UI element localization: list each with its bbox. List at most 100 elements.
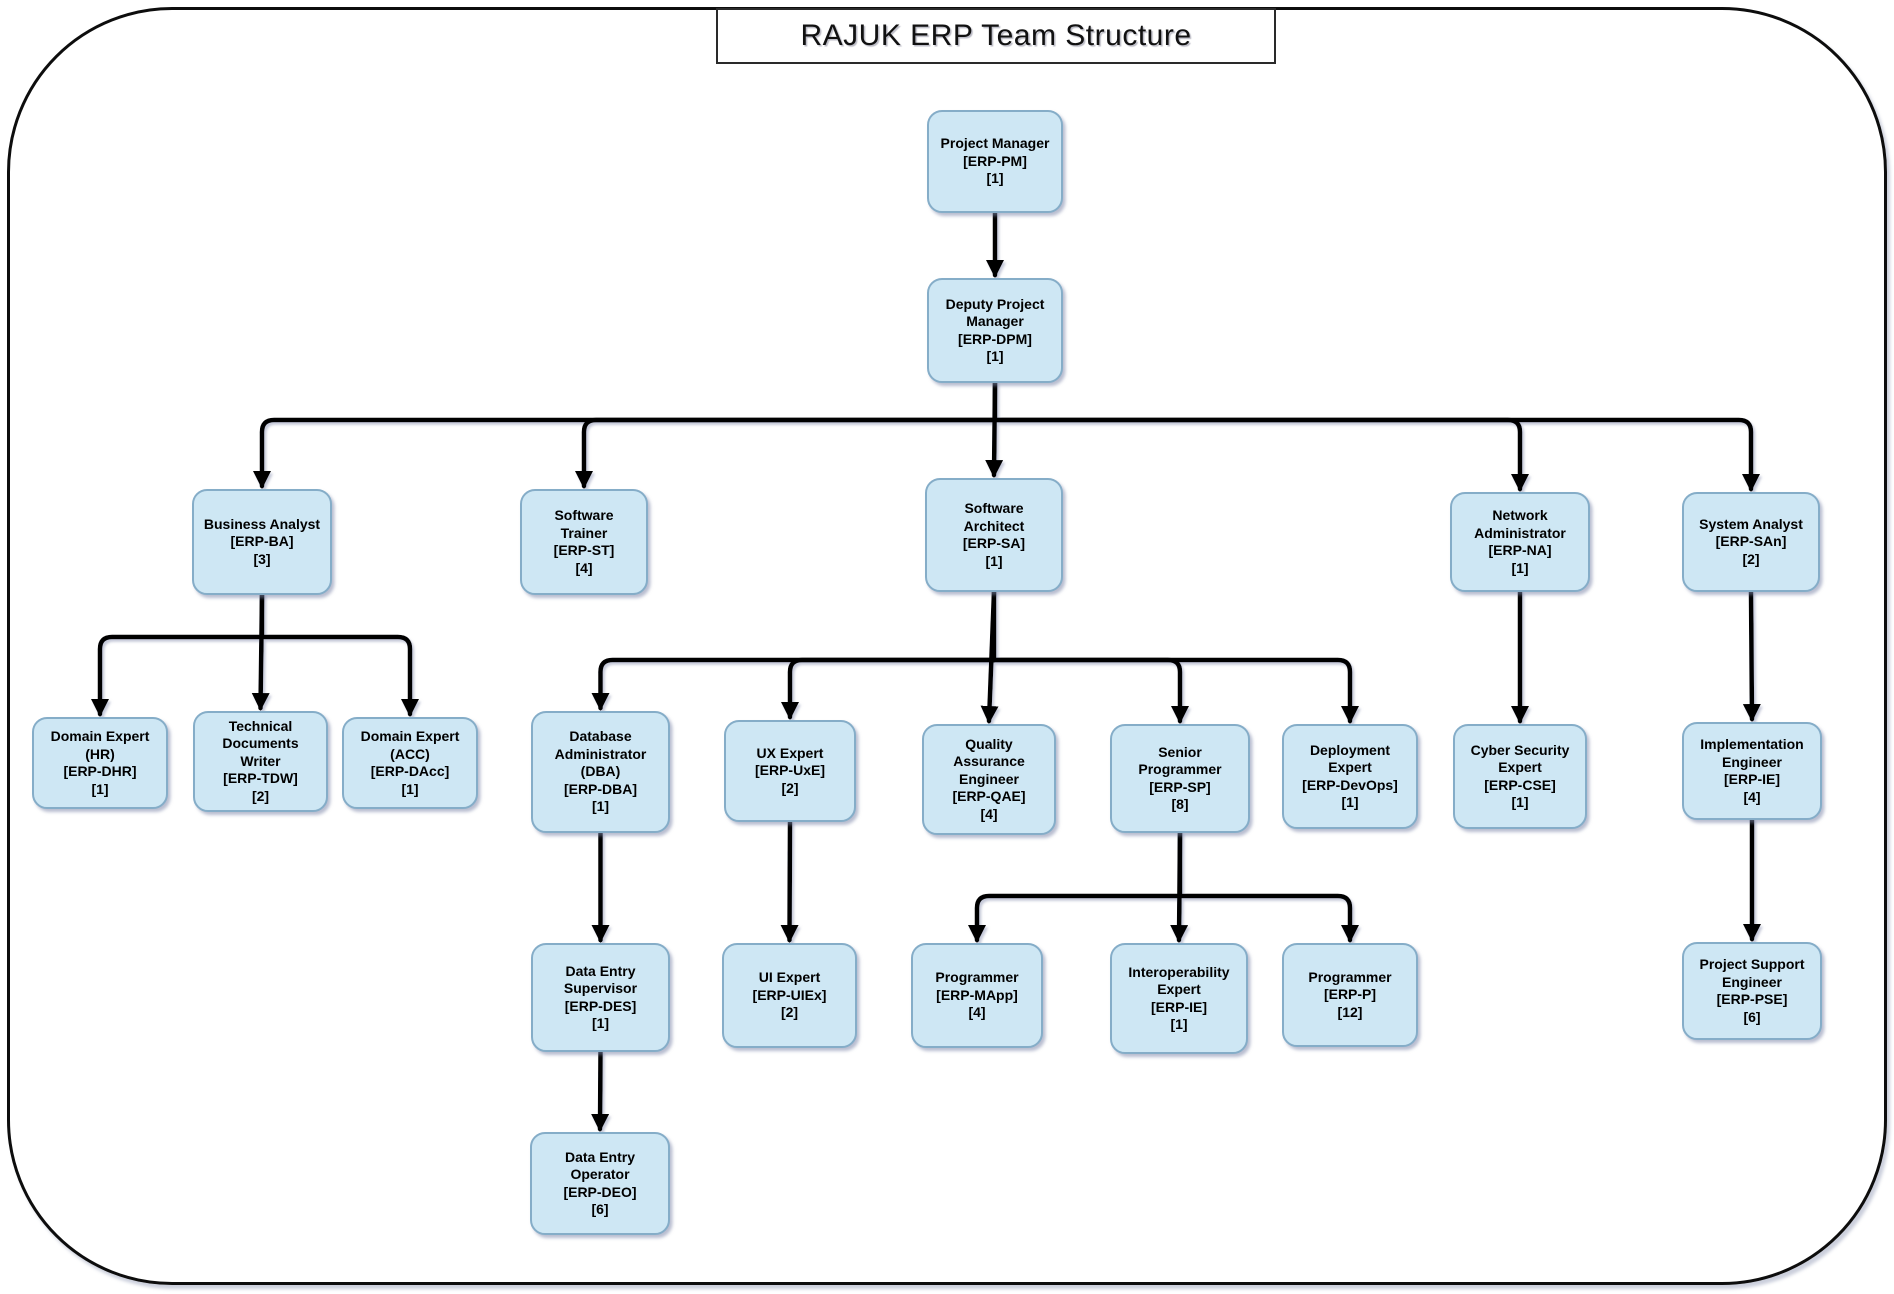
node-code: [ERP-DBA] (564, 781, 637, 799)
chart-title-box: RAJUK ERP Team Structure (716, 8, 1276, 64)
org-node-sa: Software Architect[ERP-SA][1] (925, 478, 1063, 592)
node-code: [ERP-IE] (1151, 999, 1207, 1017)
node-label: System Analyst (1699, 516, 1803, 534)
node-code: [ERP-DevOps] (1302, 777, 1398, 795)
node-code: [ERP-SA] (963, 535, 1025, 553)
node-label: Interoperability Expert (1120, 964, 1238, 999)
node-label: Domain Expert (HR) (42, 728, 158, 763)
node-code: [ERP-SP] (1149, 779, 1210, 797)
node-label: Quality Assurance Engineer (932, 736, 1046, 789)
connector-path (1751, 592, 1752, 719)
node-count: [1] (401, 781, 418, 799)
node-count: [12] (1338, 1004, 1363, 1022)
node-code: [ERP-PM] (963, 153, 1027, 171)
connector-path (601, 660, 995, 708)
node-count: [4] (575, 560, 592, 578)
node-count: [1] (91, 781, 108, 799)
connector-path (600, 1052, 601, 1129)
node-label: Software Architect (935, 500, 1053, 535)
org-node-dacc: Domain Expert (ACC)[ERP-DAcc][1] (342, 717, 478, 809)
connector-path (584, 420, 995, 486)
node-label: Implementation Engineer (1692, 736, 1812, 771)
org-node-uiex: UI Expert[ERP-UIEx][2] (722, 943, 857, 1048)
connector-path (977, 896, 1180, 940)
node-count: [1] (986, 170, 1003, 188)
node-label: Deployment Expert (1292, 742, 1408, 777)
org-node-na: Network Administrator[ERP-NA][1] (1450, 492, 1590, 592)
node-code: [ERP-SAn] (1716, 533, 1787, 551)
org-node-deo: Data Entry Operator[ERP-DEO][6] (530, 1132, 670, 1235)
node-count: [1] (1341, 794, 1358, 812)
node-count: [1] (1511, 560, 1528, 578)
org-node-ie: Implementation Engineer[ERP-IE][4] (1682, 722, 1822, 820)
node-label: UI Expert (759, 969, 820, 987)
node-code: [ERP-DEO] (563, 1184, 636, 1202)
node-code: [ERP-P] (1324, 986, 1376, 1004)
node-count: [4] (1743, 789, 1760, 807)
connector-path (994, 660, 1350, 721)
node-count: [2] (252, 788, 269, 806)
org-node-mapp: Programmer[ERP-MApp][4] (911, 943, 1043, 1048)
node-count: [1] (1511, 794, 1528, 812)
node-code: [ERP-BA] (231, 533, 294, 551)
org-node-san: System Analyst[ERP-SAn][2] (1682, 492, 1820, 592)
node-count: [4] (980, 806, 997, 824)
node-label: Programmer (935, 969, 1018, 987)
node-count: [2] (1742, 551, 1759, 569)
connector-path (261, 595, 263, 708)
org-node-des: Data Entry Supervisor[ERP-DES][1] (531, 943, 670, 1052)
connector-path (790, 822, 791, 940)
connector-path (995, 420, 1520, 489)
org-node-p: Programmer[ERP-P][12] (1282, 943, 1418, 1047)
node-code: [ERP-QAE] (952, 788, 1025, 806)
node-label: Database Administrator (DBA) (541, 728, 660, 781)
node-label: Deputy Project Manager (937, 296, 1053, 331)
connector-path (1179, 833, 1180, 940)
org-node-devops: Deployment Expert[ERP-DevOps][1] (1282, 724, 1418, 829)
node-code: [ERP-DES] (565, 998, 637, 1016)
node-code: [ERP-UxE] (755, 762, 825, 780)
node-code: [ERP-IE] (1724, 771, 1780, 789)
connector-path (262, 637, 410, 714)
node-count: [1] (985, 553, 1002, 571)
node-code: [ERP-NA] (1489, 542, 1552, 560)
node-label: Cyber Security Expert (1463, 742, 1577, 777)
connector-path (100, 637, 262, 714)
org-node-interop: Interoperability Expert[ERP-IE][1] (1110, 943, 1248, 1054)
org-node-sp: Senior Programmer[ERP-SP][8] (1110, 724, 1250, 833)
org-node-dba: Database Administrator (DBA)[ERP-DBA][1] (531, 711, 670, 833)
org-node-cse: Cyber Security Expert[ERP-CSE][1] (1453, 724, 1587, 829)
connector-path (995, 420, 1751, 489)
node-code: [ERP-TDW] (223, 770, 298, 788)
connector-path (790, 660, 994, 717)
node-code: [ERP-DAcc] (371, 763, 450, 781)
node-count: [2] (781, 780, 798, 798)
node-count: [6] (591, 1201, 608, 1219)
node-code: [ERP-CSE] (1484, 777, 1556, 795)
node-label: Domain Expert (ACC) (352, 728, 468, 763)
node-label: Business Analyst (204, 516, 320, 534)
node-code: [ERP-DPM] (958, 331, 1032, 349)
node-count: [1] (986, 348, 1003, 366)
org-node-dpm: Deputy Project Manager[ERP-DPM][1] (927, 278, 1063, 383)
node-label: Data Entry Operator (540, 1149, 660, 1184)
node-code: [ERP-UIEx] (753, 987, 827, 1005)
node-count: [1] (592, 798, 609, 816)
page-title: RAJUK ERP Team Structure (800, 19, 1191, 53)
connector-path (262, 420, 995, 486)
org-node-dhr: Domain Expert (HR)[ERP-DHR][1] (32, 717, 168, 809)
org-node-uxe: UX Expert[ERP-UxE][2] (724, 720, 856, 822)
node-label: Technical Documents Writer (203, 718, 318, 771)
connector-path (994, 383, 995, 475)
node-code: [ERP-ST] (554, 542, 615, 560)
node-label: Project Manager (941, 135, 1050, 153)
node-code: [ERP-MApp] (936, 987, 1018, 1005)
node-count: [4] (968, 1004, 985, 1022)
node-count: [1] (1170, 1016, 1187, 1034)
node-count: [2] (781, 1004, 798, 1022)
node-label: Network Administrator (1460, 507, 1580, 542)
org-node-pm: Project Manager[ERP-PM][1] (927, 110, 1063, 213)
node-label: Software Trainer (530, 507, 638, 542)
node-label: UX Expert (757, 745, 824, 763)
